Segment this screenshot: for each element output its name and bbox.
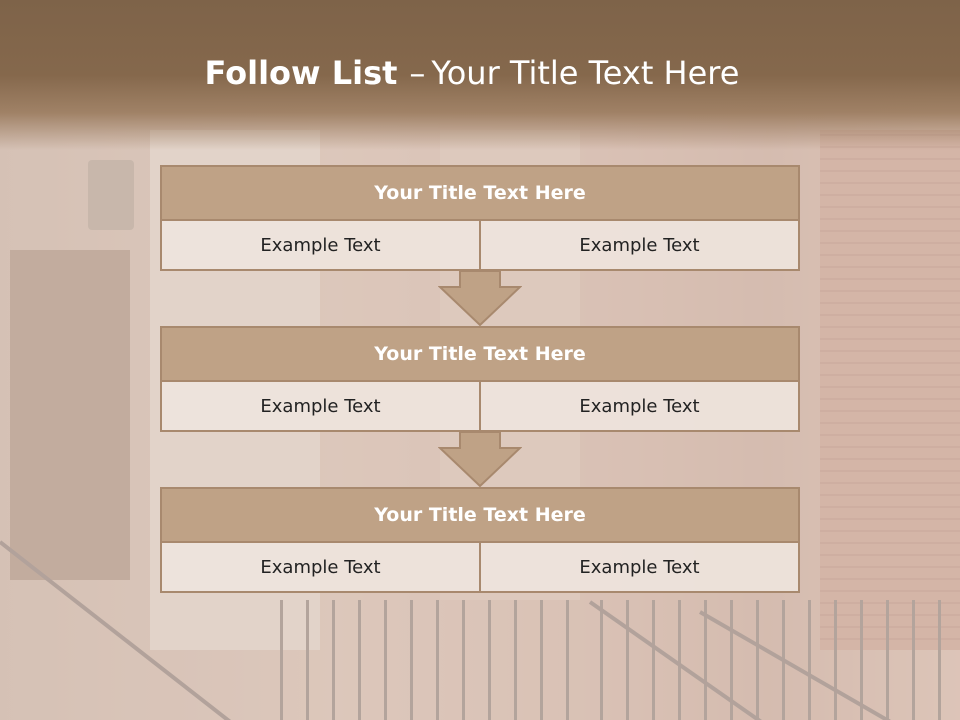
down-arrow-icon [438,432,522,488]
block-row: Example Text Example Text [160,543,800,593]
block-row: Example Text Example Text [160,221,800,271]
block-left-text: Example Text [160,221,481,271]
slide-title: Follow List–Your Title Text Here [0,54,944,92]
title-rest: Your Title Text Here [431,54,740,92]
block-right-text: Example Text [481,221,800,271]
title-dash: – [409,54,426,92]
block-left-text: Example Text [160,382,481,432]
block-title: Your Title Text Here [160,487,800,543]
list-block-1: Your Title Text Here Example Text Exampl… [160,165,800,271]
block-title: Your Title Text Here [160,326,800,382]
list-block-2: Your Title Text Here Example Text Exampl… [160,326,800,432]
down-arrow-icon [438,271,522,327]
block-right-text: Example Text [481,543,800,593]
block-row: Example Text Example Text [160,382,800,432]
title-bold: Follow List [204,54,398,92]
block-left-text: Example Text [160,543,481,593]
block-right-text: Example Text [481,382,800,432]
list-block-3: Your Title Text Here Example Text Exampl… [160,487,800,593]
header-band [0,0,960,150]
block-title: Your Title Text Here [160,165,800,221]
